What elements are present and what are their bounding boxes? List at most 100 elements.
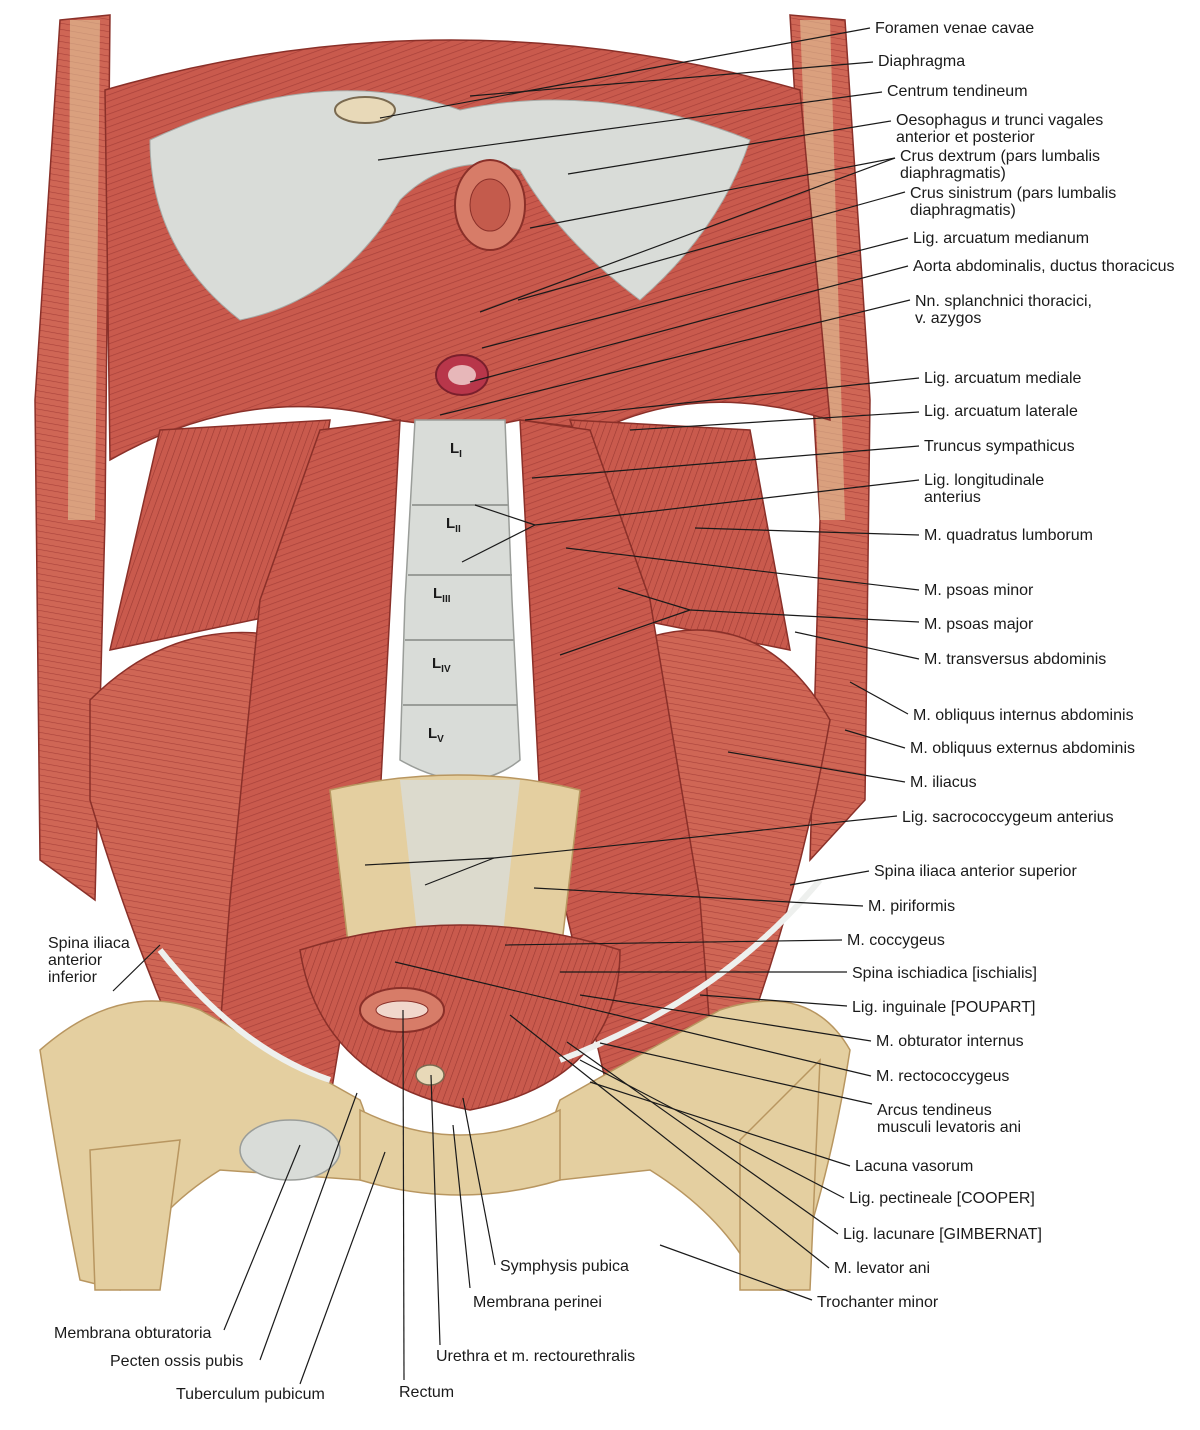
label-m-rectococcygeus: M. rectococcygeus [876,1068,1009,1085]
label-membrana-perinei: Membrana perinei [473,1294,602,1311]
pelvic-floor [299,924,621,1111]
label-centrum-tendineum: Centrum tendineum [887,83,1028,100]
leader-spina-iliaca-ant-sup [789,870,870,886]
left-rib-bone [68,20,100,520]
label-lig-lacunare: Lig. lacunare [GIMBERNAT] [843,1226,1042,1243]
label-truncus-sympathicus-line: Truncus sympathicus [924,438,1075,455]
leader-lig-sacrococcygeum [424,857,495,886]
leader-centrum-tendineum [377,91,883,161]
leader-lig-lacunare [566,1041,839,1235]
label-pecten-ossis-pubis: Pecten ossis pubis [110,1353,243,1370]
label-symphysis-pubica-line: Symphysis pubica [500,1258,629,1275]
label-membrana-obturatoria-line: Membrana obturatoria [54,1325,212,1342]
leader-m-iliacus [727,751,906,783]
label-crus-sinistrum-line: diaphragmatis) [910,202,1016,219]
leader-rectum [402,1009,405,1381]
leader-lines [112,27,920,1385]
label-spina-iliaca-ant-sup-line: Spina iliaca anterior superior [874,863,1077,880]
label-lig-arcuatum-laterale-line: Lig. arcuatum laterale [924,403,1078,420]
centrum-tendineum [149,90,751,321]
label-tuberculum-pubicum: Tuberculum pubicum [176,1386,325,1403]
label-m-levator-ani-line: M. levator ani [834,1260,931,1277]
leader-tuberculum-pubicum [299,1151,386,1385]
label-m-coccygeus-line: M. coccygeus [847,932,945,949]
leader-crus-dextrum [529,157,896,229]
leader-m-psoas-minor [565,547,920,591]
left-femur [89,1139,181,1291]
label-membrana-perinei-line: Membrana perinei [473,1294,602,1311]
leader-symphysis-pubica [462,1097,496,1266]
leader-pecten-ossis-pubis [259,1092,358,1361]
label-lig-longitudinale-anterius-line: anterius [924,489,981,506]
label-foramen-venae-cavae: Foramen venae cavae [875,20,1034,37]
label-diaphragma: Diaphragma [878,53,965,70]
label-lig-longitudinale-anterius-line: Lig. longitudinale [924,472,1045,489]
label-nn-splanchnici: Nn. splanchnici thoracici,v. azygos [915,293,1092,327]
label-tuberculum-pubicum-line: Tuberculum pubicum [176,1386,325,1403]
label-lig-arcuatum-medianum-line: Lig. arcuatum medianum [913,230,1090,247]
leader-arcus-tendineus [599,1042,873,1105]
leader-nn-splanchnici [439,299,911,416]
leader-lig-longitudinale-anterius [474,504,536,526]
vertebra-label: LV [428,725,444,745]
leader-lig-sacrococcygeum [364,857,495,866]
label-m-obliquus-externus-line: M. obliquus externus abdominis [910,740,1136,757]
label-lacuna-vasorum: Lacuna vasorum [855,1158,973,1175]
leader-m-rectococcygeus [394,961,872,1077]
obturator-membrane-shape [239,1119,341,1181]
label-m-obliquus-internus-line: M. obliquus internus abdominis [913,707,1134,724]
label-diaphragma-line: Diaphragma [878,53,966,70]
label-rectum: Rectum [399,1384,454,1401]
label-m-transversus-abdominis-line: M. transversus abdominis [924,651,1107,668]
label-m-piriformis: M. piriformis [868,898,955,915]
label-urethra: Urethra et m. rectourethralis [436,1348,635,1365]
leader-crus-sinistrum [517,191,906,301]
leader-aorta-abdominalis [469,265,909,383]
leader-m-coccygeus [504,939,843,946]
leader-membrana-perinei [452,1124,471,1289]
vertebra-letter: L [433,585,443,602]
label-truncus-sympathicus: Truncus sympathicus [924,438,1075,455]
vertebra-number: I [459,449,462,460]
leader-lig-arcuatum-laterale [629,411,920,431]
leader-m-obliquus-internus [849,681,909,715]
label-m-obturator-internus-line: M. obturator internus [876,1033,1024,1050]
vertebra-number: V [437,734,444,745]
label-arcus-tendineus-line: Arcus tendineus [877,1102,992,1119]
label-m-transversus-abdominis: M. transversus abdominis [924,651,1106,668]
label-m-quadratus-lumborum: M. quadratus lumborum [924,527,1093,544]
label-spina-iliaca-ant-inf-line: inferior [48,969,97,986]
label-m-iliacus-line: M. iliacus [910,774,977,791]
label-oesophagus-line: Oesophagus и trunci vagales [896,112,1104,129]
label-nn-splanchnici-line: Nn. splanchnici thoracici, [915,293,1092,310]
label-oesophagus-line: anterior et posterior [896,129,1035,146]
leader-lig-sacrococcygeum [493,815,898,859]
label-aorta-abdominalis: Aorta abdominalis, ductus thoracicus [913,258,1174,275]
leader-foramen-venae-cavae [379,27,871,119]
label-lig-pectineale-line: Lig. pectineale [COOPER] [849,1190,1035,1207]
leader-m-psoas-major [689,609,920,623]
label-spina-ischiadica: Spina ischiadica [ischialis] [852,965,1037,982]
label-crus-sinistrum-line: Crus sinistrum (pars lumbalis [910,185,1117,202]
label-nn-splanchnici-line: v. azygos [915,310,982,327]
leader-lig-longitudinale-anterius [534,479,920,526]
label-lig-lacunare-line: Lig. lacunare [GIMBERNAT] [843,1226,1042,1243]
label-trochanter-minor-line: Trochanter minor [817,1294,939,1311]
label-spina-iliaca-ant-inf-line: Spina iliaca [48,935,130,952]
label-m-quadratus-lumborum-line: M. quadratus lumborum [924,527,1093,544]
label-urethra-line: Urethra et m. rectourethralis [436,1348,636,1365]
label-m-psoas-minor: M. psoas minor [924,582,1033,599]
leader-m-transversus-abdominis [794,631,920,660]
vertebra-letter: L [428,725,438,742]
right-rib-bone [800,20,845,520]
label-crus-dextrum-line: Crus dextrum (pars lumbalis [900,148,1101,165]
leader-m-piriformis [533,887,864,907]
label-symphysis-pubica: Symphysis pubica [500,1258,629,1275]
label-lig-inguinale: Lig. inguinale [POUPART] [852,999,1036,1016]
leader-crus-dextrum [479,157,896,313]
lumbar-spine [399,419,521,781]
